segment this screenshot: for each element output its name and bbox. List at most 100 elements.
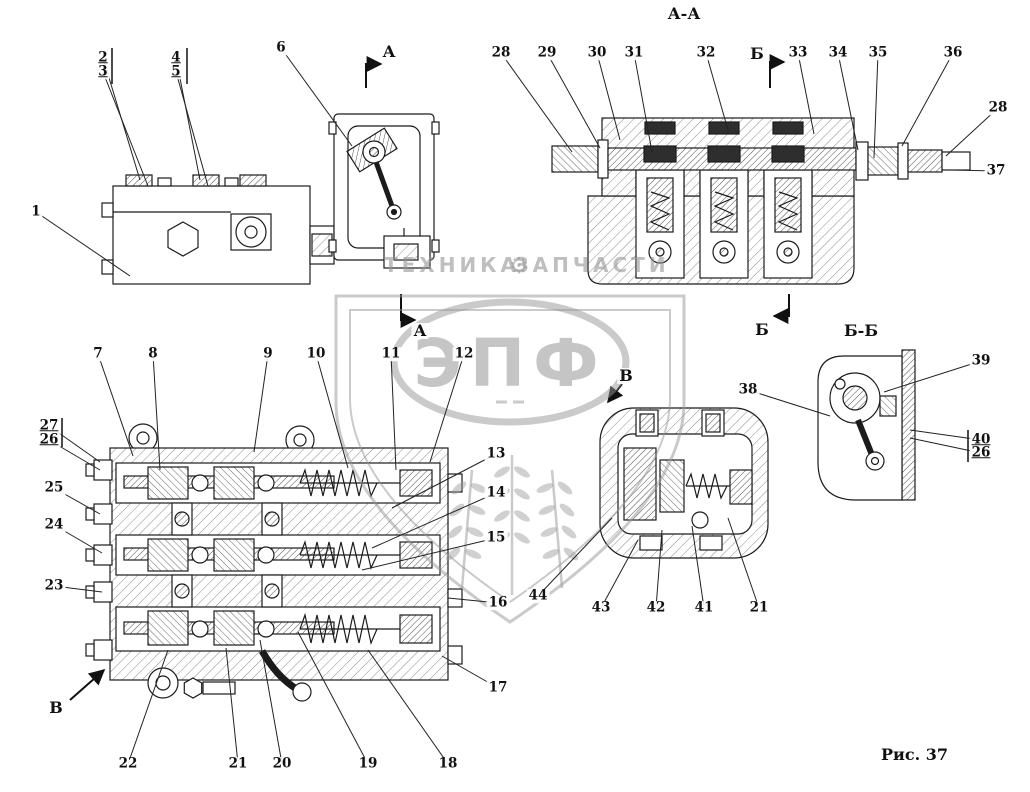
- callout-32-10: 32: [694, 44, 718, 61]
- leader-line-44-38: [537, 517, 613, 597]
- callout-19-36: 19: [356, 755, 380, 772]
- leader-line-12-22: [429, 353, 465, 463]
- view-label-cut-b-bottom: Б: [753, 320, 771, 339]
- watermark-brand: ЭПФ: [413, 325, 606, 402]
- leader-line-14-29: [371, 492, 497, 549]
- view-label-section-b-b: Б-Б: [842, 321, 880, 340]
- spool-rod-left-cap: [551, 145, 599, 173]
- callout-21-34: 21: [226, 755, 250, 772]
- callout-34-12: 34: [826, 44, 850, 61]
- leader-line-39-43: [883, 360, 982, 393]
- callout-39-43: 39: [969, 352, 993, 369]
- leader-line-5-3: [175, 71, 209, 187]
- leader-line-1-5: [35, 211, 131, 277]
- section-b-b-drawing: [817, 349, 916, 501]
- callout-41-41: 41: [692, 599, 716, 616]
- callout-36-14: 36: [941, 44, 965, 61]
- leader-line-29-7: [546, 52, 601, 149]
- callout-35-13: 35: [866, 44, 890, 61]
- watermark-oval: [390, 298, 630, 426]
- leader-line-28-15: [945, 107, 999, 157]
- callout-33-11: 33: [786, 44, 810, 61]
- callout-25-25: 25: [42, 479, 66, 496]
- cut-markers: [61, 48, 969, 701]
- gear-icon: ⚙: [509, 254, 529, 279]
- leader-line-3-1: [102, 71, 149, 187]
- section-a-a-drawing: [551, 117, 971, 285]
- leader-line-32-10: [705, 52, 729, 131]
- callout-37-16: 37: [984, 162, 1008, 179]
- callout-10-20: 10: [304, 345, 328, 362]
- callout-43-39: 43: [589, 599, 613, 616]
- leader-line-9-19: [253, 353, 269, 453]
- leader-line-33-11: [797, 52, 815, 135]
- callout-38-44: 38: [736, 381, 760, 398]
- leader-line-31-9: [633, 52, 653, 153]
- leader-line-26-46: [909, 437, 982, 454]
- leader-line-42-40: [655, 529, 663, 609]
- leader-line-35-13: [873, 52, 879, 159]
- leader-line-10-20: [315, 353, 349, 469]
- watermark-shield-outer: [334, 294, 686, 624]
- callout-20-35: 20: [270, 755, 294, 772]
- leader-line-28-6: [500, 52, 573, 153]
- leader-line-36-14: [901, 52, 954, 147]
- view-label-cut-b-top: Б: [748, 44, 766, 63]
- callout-3-1: 3: [96, 63, 110, 80]
- callout-8-18: 8: [146, 345, 160, 362]
- leader-line-40-45: [909, 429, 982, 441]
- callout-9-19: 9: [261, 345, 275, 362]
- callout-7-17: 7: [91, 345, 105, 362]
- callout-17-32: 17: [486, 679, 510, 696]
- callout-12-22: 12: [452, 345, 476, 362]
- leader-line-7-17: [97, 353, 134, 457]
- callout-1-5: 1: [29, 203, 43, 220]
- watermark-shield-inner: [349, 309, 671, 604]
- leader-line-18-37: [367, 649, 449, 765]
- leader-line-38-44: [747, 389, 831, 417]
- callout-44-38: 44: [526, 587, 550, 604]
- main-section-drawing: [85, 423, 463, 702]
- callout-21-42: 21: [747, 599, 771, 616]
- view-label-cut-a-top: А: [380, 42, 398, 61]
- callout-26-24: 26: [37, 431, 61, 448]
- view-label-cut-a-bottom: А: [411, 321, 429, 340]
- watermark-left-text: ТЕХНИКА: [384, 253, 520, 277]
- callout-2-0: 2: [96, 49, 110, 66]
- leader-line-22-33: [127, 649, 169, 765]
- callout-22-33: 22: [116, 755, 140, 772]
- callout-42-40: 42: [644, 599, 668, 616]
- leader-line-8-18: [152, 353, 161, 471]
- callout-6-4: 6: [274, 39, 288, 56]
- callout-40-45: 40: [969, 431, 993, 448]
- leader-line-34-12: [837, 52, 859, 151]
- leader-line-21-34: [225, 647, 239, 765]
- leader-line-21-42: [727, 517, 760, 609]
- callout-13-28: 13: [484, 445, 508, 462]
- callout-27-23: 27: [37, 417, 61, 434]
- callout-16-31: 16: [486, 594, 510, 611]
- callout-31-9: 31: [622, 44, 646, 61]
- leader-line-30-8: [596, 52, 621, 141]
- view-label-section-a-a: А-А: [665, 4, 703, 23]
- leader-line-20-35: [259, 639, 283, 765]
- watermark-right-text: ЗАПЧАСТИ: [514, 253, 669, 277]
- callout-28-6: 28: [489, 44, 513, 61]
- callout-11-21: 11: [379, 345, 403, 362]
- callout-5-3: 5: [169, 63, 183, 80]
- view-v-drawing: [599, 407, 769, 559]
- callout-28-15: 28: [986, 99, 1010, 116]
- leader-line-43-39: [600, 539, 639, 609]
- view-label-view-v-left: В: [47, 698, 65, 717]
- watermark: ТЕХНИКА ⚙ ЗАПЧАСТИ ЭПФ: [334, 253, 686, 624]
- leader-line-19-36: [297, 631, 369, 765]
- leader-line-11-21: [390, 353, 397, 471]
- leader-line-6-4: [280, 47, 353, 147]
- callout-30-8: 30: [585, 44, 609, 61]
- hex-plug: [167, 221, 199, 257]
- leader-line-13-28: [391, 453, 497, 509]
- leader-line-15-30: [361, 537, 497, 571]
- callout-26-46: 26: [969, 444, 993, 461]
